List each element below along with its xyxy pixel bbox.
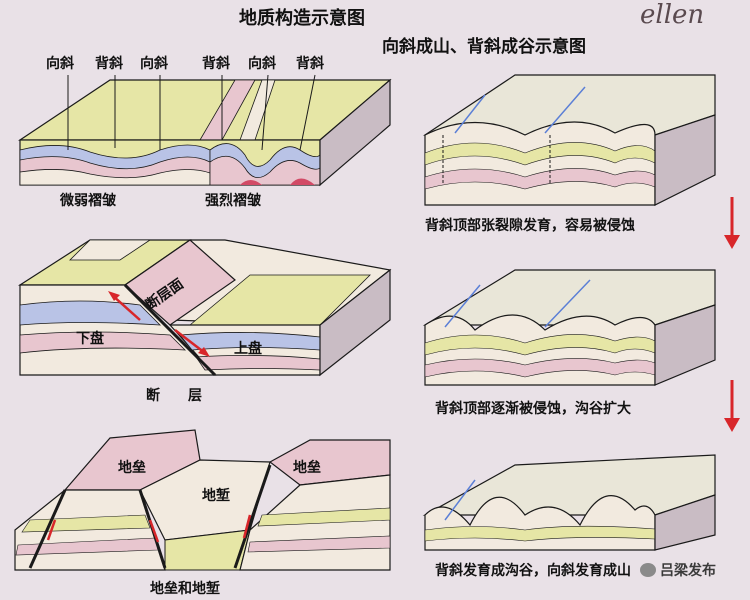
fold-label-4: 背斜 [202, 55, 230, 72]
stage-2-text: 背斜顶部逐渐被侵蚀，沟谷扩大 [435, 400, 631, 417]
horst-graben-diagram: 地垒 地堑 地垒 地垒和地堑 [14, 429, 391, 597]
stage-3-block [422, 454, 716, 551]
hangingwall-label: 上盘 [234, 340, 262, 357]
horst-graben-caption: 地垒和地堑 [150, 580, 220, 597]
footwall-arrow [111, 294, 141, 321]
fold-caption-strong: 强烈褶皱 [205, 192, 262, 209]
fold-caption-weak: 微弱褶皱 [59, 192, 117, 209]
fold-label-5: 向斜 [248, 55, 276, 72]
main-title: 地质构造示意图 [239, 8, 365, 29]
fold-side-face [319, 78, 391, 187]
brand-watermark-text: 吕梁发布 [660, 563, 716, 579]
wechat-icon [640, 563, 656, 577]
stage-1-block [423, 74, 716, 206]
fault-plane [124, 239, 236, 326]
stage-3-text: 背斜发育成沟谷，向斜发育成山 [435, 562, 631, 579]
fold-label-6: 背斜 [296, 55, 324, 72]
right-title: 向斜成山、背斜成谷示意图 [382, 37, 586, 57]
erosion-sequence: 背斜顶部张裂隙发育，容易被侵蚀 背斜顶部逐渐被侵蚀，沟谷扩大 背斜发育成沟谷，向… [422, 74, 740, 579]
fold-label-2: 背斜 [95, 55, 123, 72]
graben-label: 地堑 [202, 487, 230, 504]
stage-1-text: 背斜顶部张裂隙发育，容易被侵蚀 [425, 217, 635, 234]
fault-caption: 断 层 [146, 387, 202, 404]
stage-2-block [422, 269, 716, 386]
fold-label-3: 向斜 [140, 55, 168, 72]
horst-right-label: 地垒 [293, 459, 321, 476]
fault-diagram: 断层面 下盘 上盘 断 层 [17, 239, 392, 404]
fold-label-1: 向斜 [46, 55, 74, 72]
signature-watermark: ellen [640, 0, 705, 30]
hangingwall-arrow [174, 329, 206, 354]
brand-watermark: 吕梁发布 [640, 560, 716, 580]
horst-left-label: 地垒 [118, 459, 146, 476]
fold-diagram: 向斜 背斜 向斜 背斜 向斜 背斜 微弱褶皱 强烈褶皱 [18, 55, 392, 209]
footwall-label: 下盘 [76, 330, 104, 347]
